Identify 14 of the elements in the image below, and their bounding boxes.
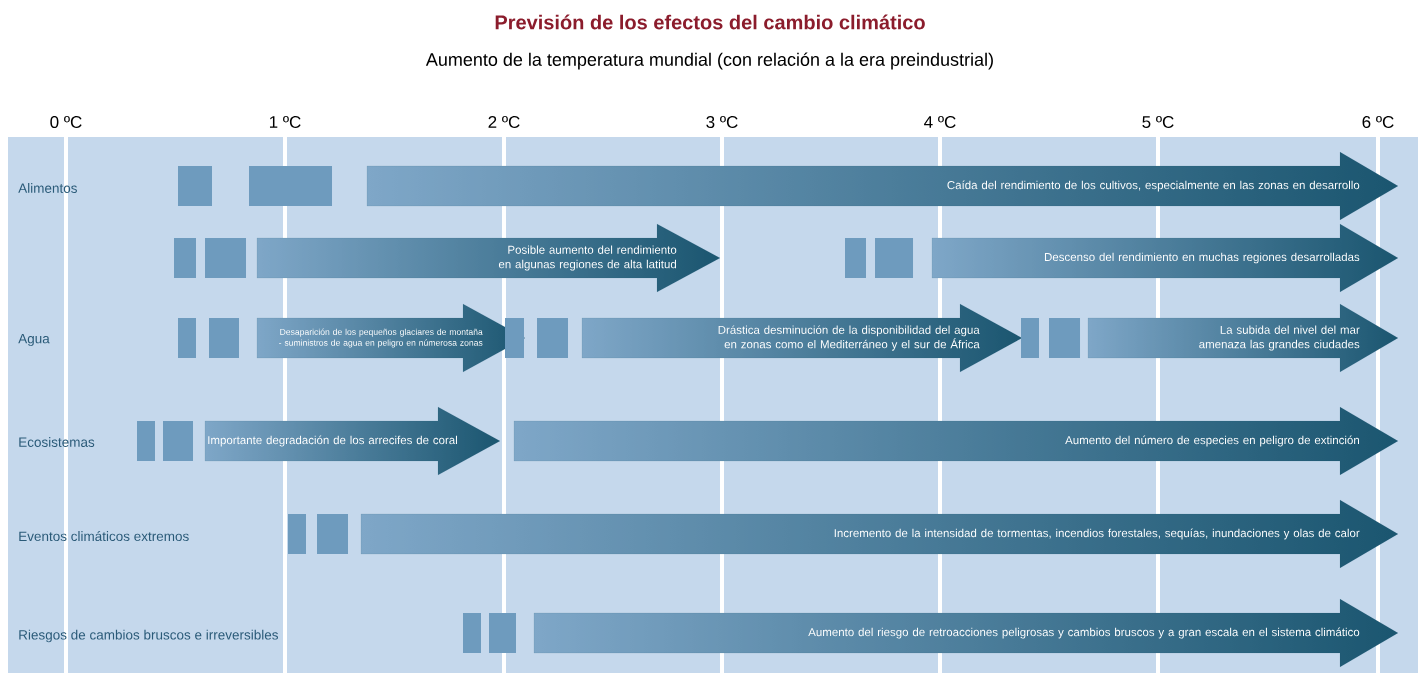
subtitle: Aumento de la temperatura mundial (con relación a la era preindustrial)	[425, 52, 993, 70]
row-label: Agua	[18, 333, 50, 347]
axis-tick-label: 1 ºC	[270, 116, 301, 129]
axis-tick-label: 2 ºC	[488, 116, 520, 129]
axis-tick-label: 0 ºC	[50, 116, 82, 129]
row-label: Alimentos	[18, 183, 77, 193]
title: Previsión de los efectos del cambio climático	[495, 14, 925, 30]
axis-tick-label: 6 ºC	[1362, 116, 1394, 129]
row-label: Eventos climáticos extremos	[19, 530, 189, 542]
axis-tick-label: 5 ºC	[1142, 116, 1174, 129]
row-label: Ecosistemas	[19, 437, 95, 447]
axis-tick-label: 3 ºC	[706, 116, 738, 129]
axis-tick-label: 4 ºC	[924, 116, 956, 129]
row-label: Riesgos de cambios bruscos e irreversibles	[19, 629, 278, 643]
